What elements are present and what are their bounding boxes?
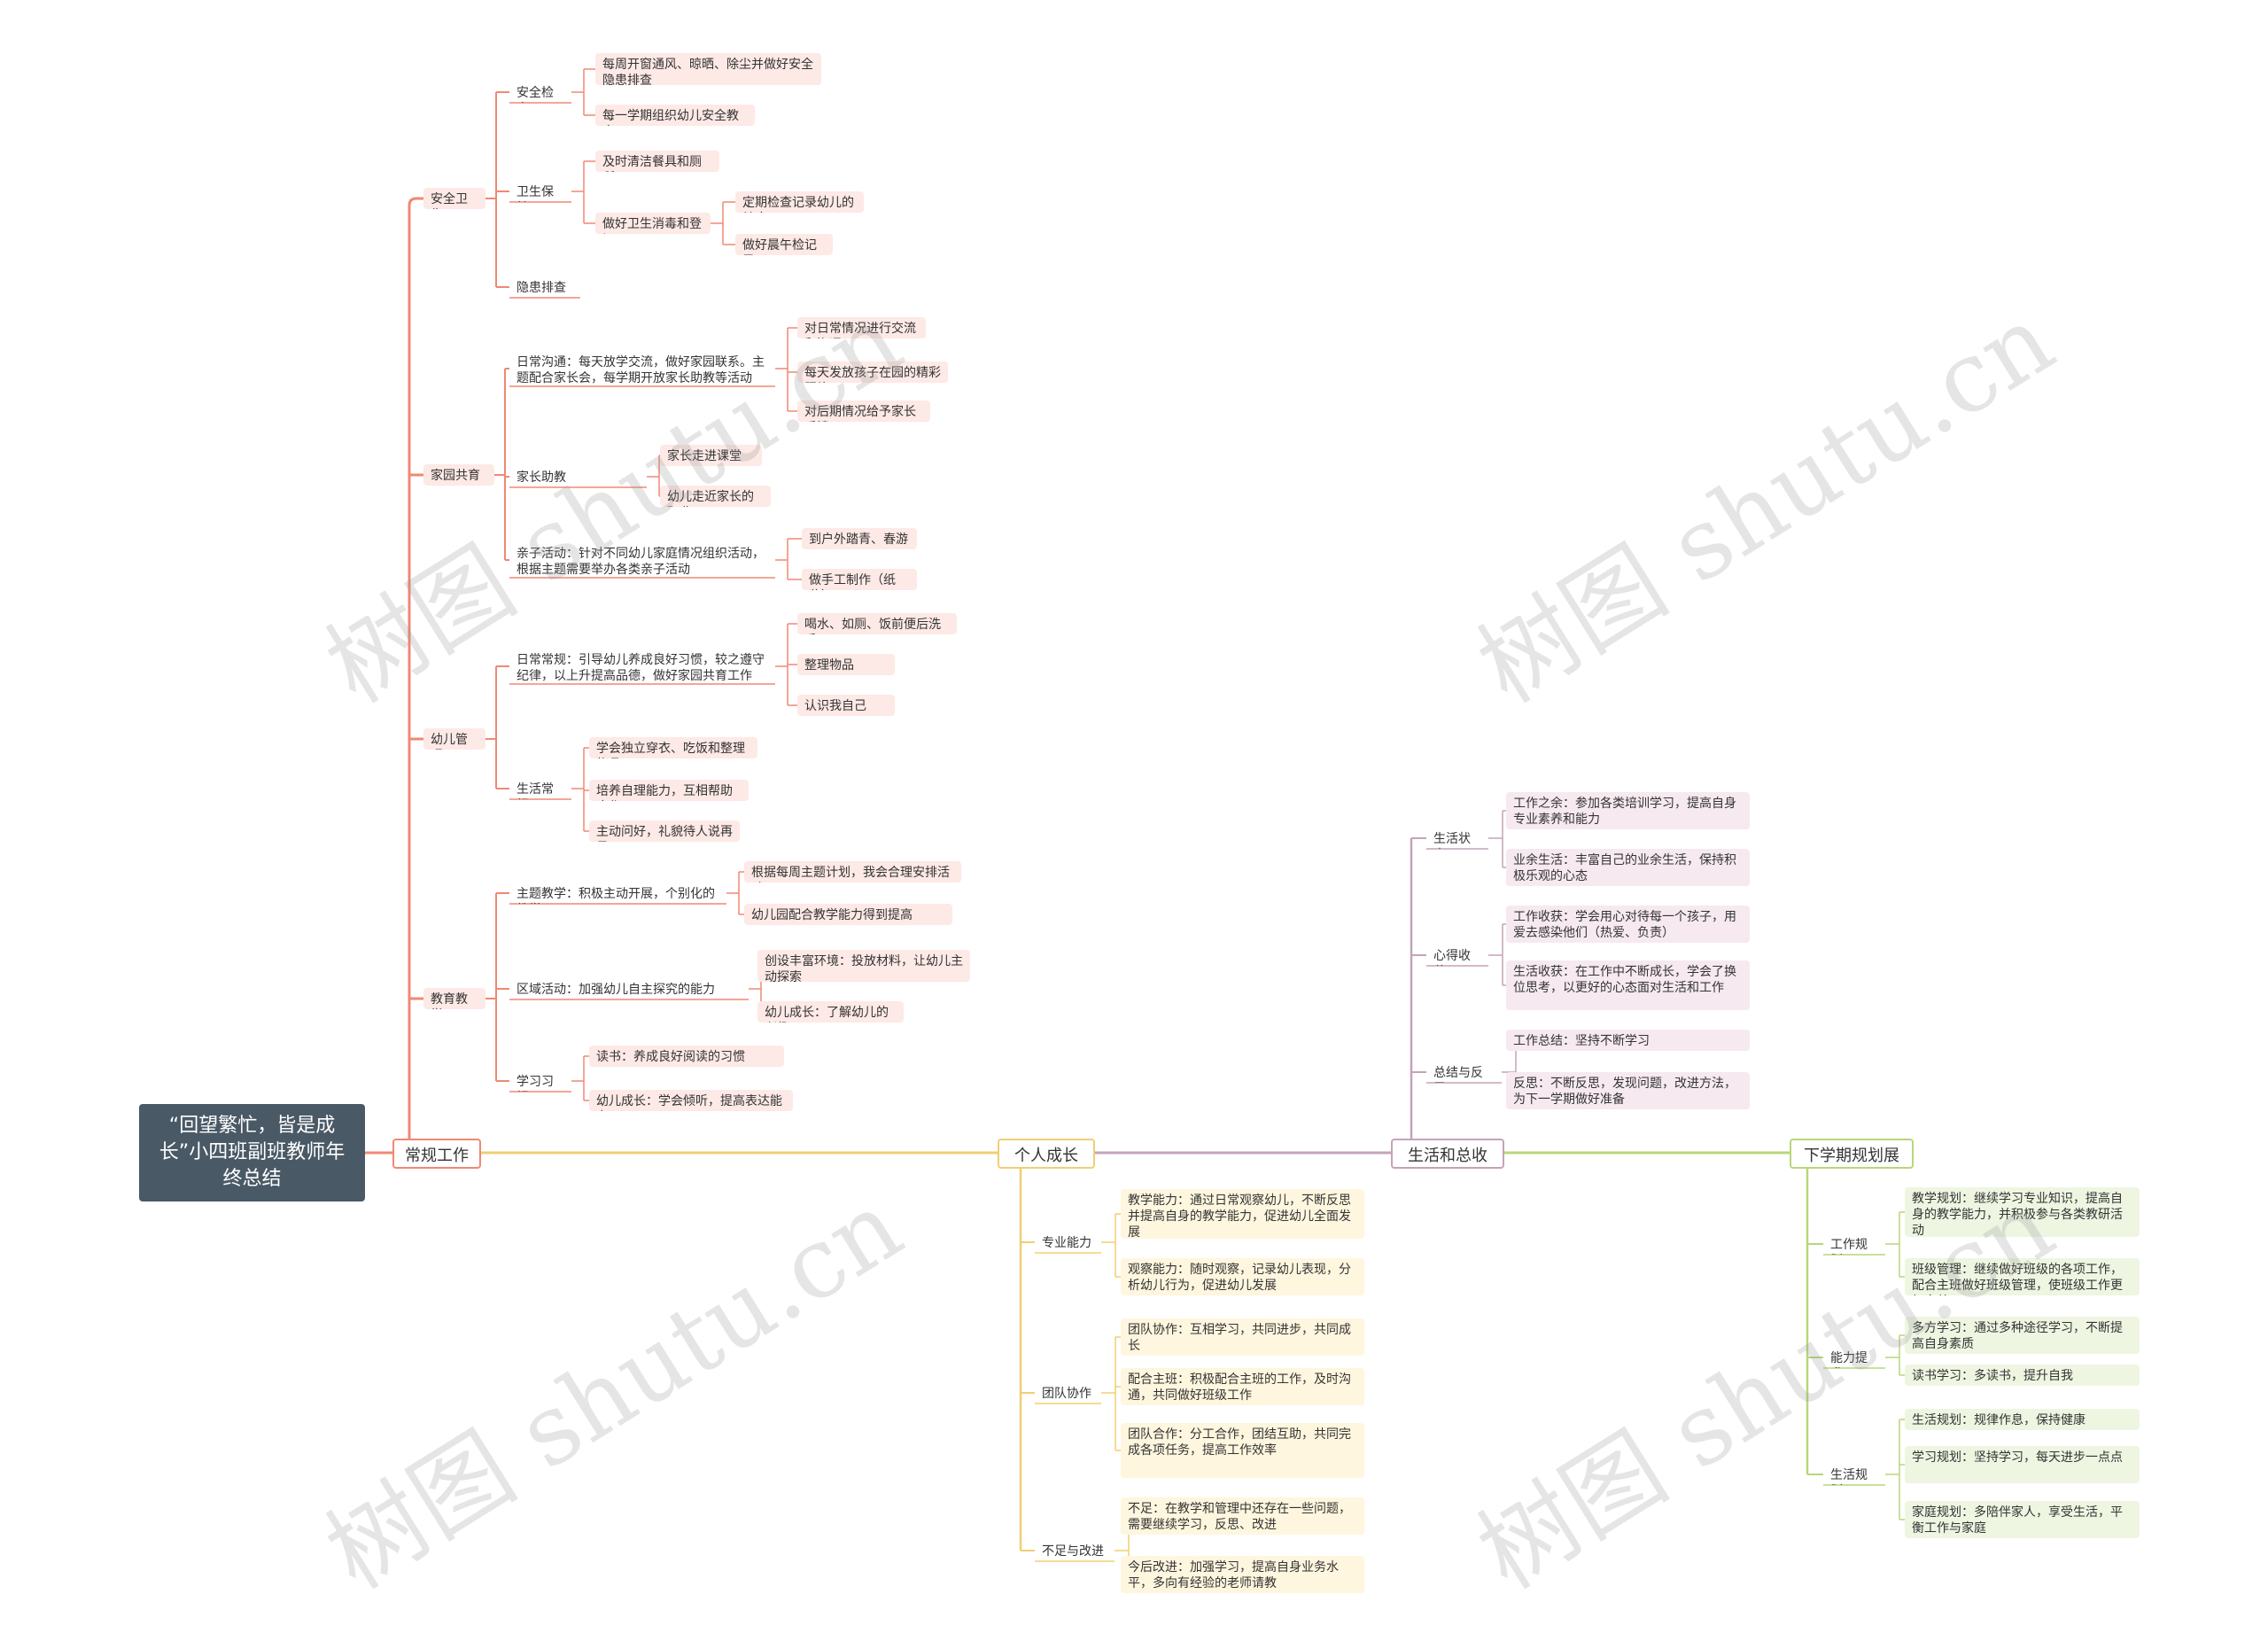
l2-node-3-2-1[interactable]: 学习规划：坚持学习，每天进步一点点	[1905, 1446, 2140, 1483]
l3-node-0-2-1-0[interactable]: 学会独立穿衣、吃饭和整理物品	[589, 737, 757, 758]
l1-node-1-0[interactable]: 专业能力	[1042, 1236, 1091, 1250]
l3-node-0-1-1-1[interactable]: 幼儿走近家长的职业	[660, 486, 771, 507]
l2-node-0-3-0[interactable]: 主题教学：积极主动开展，个别化的教学	[517, 887, 715, 904]
l3-node-0-1-2-1[interactable]: 做手工制作（纸浆）	[802, 569, 917, 590]
l2-node-2-2-1[interactable]: 反思：不断反思，发现问题，改进方法，为下一学期做好准备	[1506, 1072, 1750, 1109]
l3-node-0-2-0-1[interactable]: 整理物品	[797, 654, 895, 675]
l1-node-0-0[interactable]: 安全卫生	[423, 188, 485, 209]
l1-node-3-0[interactable]: 工作规划	[1830, 1238, 1868, 1255]
l2-node-1-0-0[interactable]: 教学能力：通过日常观察幼儿，不断反思并提高自身的教学能力，促进幼儿全面发展	[1121, 1189, 1364, 1239]
l1-node-2-1[interactable]: 心得收获	[1433, 949, 1471, 966]
l3-node-0-0-0-1[interactable]: 每一学期组织幼儿安全教育	[595, 105, 755, 126]
l1-node-3-2[interactable]: 生活规划	[1830, 1468, 1868, 1485]
main-topic-3[interactable]: 下学期规划展望	[1790, 1139, 1914, 1169]
l2-node-0-3-1[interactable]: 区域活动：加强幼儿自主探究的能力	[517, 983, 715, 997]
root-topic[interactable]: “回望繁忙，皆是成长”小四班副班教师年终总结	[139, 1104, 365, 1201]
l2-node-1-1-0[interactable]: 团队协作：互相学习，共同进步，共同成长	[1121, 1318, 1364, 1356]
l2-node-2-0-1[interactable]: 业余生活：丰富自己的业余生活，保持积极乐观的心态	[1506, 849, 1750, 886]
l2-node-1-1-2[interactable]: 团队合作：分工合作，团结互助，共同完成各项任务，提高工作效率	[1121, 1423, 1364, 1478]
l3-node-0-2-1-2[interactable]: 主动问好，礼貌待人说再见	[589, 820, 740, 842]
l2-node-0-1-2[interactable]: 亲子活动：针对不同幼儿家庭情况组织活动，根据主题需要举办各类亲子活动	[517, 547, 765, 577]
l3-node-0-3-2-0[interactable]: 读书：养成良好阅读的习惯	[589, 1046, 784, 1067]
l3-node-0-1-0-1[interactable]: 每天发放孩子在园的精彩照片	[797, 362, 948, 383]
l3-node-0-0-1-0[interactable]: 及时清洁餐具和厕所	[595, 151, 719, 172]
l3-node-0-0-1-1[interactable]: 做好卫生消毒和登记	[595, 213, 711, 234]
l2-node-0-0-0[interactable]: 安全检查	[517, 86, 554, 103]
l2-node-2-1-0[interactable]: 工作收获：学会用心对待每一个孩子，用爱去感染他们（热爱、负责）	[1506, 906, 1750, 943]
l4-node-0-0-1-1-1[interactable]: 做好晨午检记录	[735, 234, 833, 255]
l2-node-2-1-1[interactable]: 生活收获：在工作中不断成长，学会了换位思考，以更好的心态面对生活和工作	[1506, 960, 1750, 1010]
l1-node-0-1[interactable]: 家园共育	[423, 464, 494, 486]
l2-node-3-2-0[interactable]: 生活规划：规律作息，保持健康	[1905, 1409, 2140, 1430]
l2-node-0-1-1[interactable]: 家长助教	[517, 470, 566, 485]
l2-node-0-2-1[interactable]: 生活常规	[517, 782, 554, 799]
l2-node-2-2-0[interactable]: 工作总结：坚持不断学习	[1506, 1030, 1750, 1051]
l2-node-1-1-1[interactable]: 配合主班：积极配合主班的工作，及时沟通，共同做好班级工作	[1121, 1368, 1364, 1405]
l1-node-1-1[interactable]: 团队协作	[1042, 1387, 1091, 1401]
l2-node-3-1-0[interactable]: 多方学习：通过多种途径学习，不断提高自身素质	[1905, 1317, 2140, 1354]
l3-node-0-3-0-1[interactable]: 幼儿园配合教学能力得到提高	[744, 904, 952, 925]
l3-node-0-3-2-1[interactable]: 幼儿成长：学会倾听，提高表达能力	[589, 1090, 793, 1111]
l2-node-0-2-0[interactable]: 日常常规：引导幼儿养成良好习惯，较之遵守纪律，以上升提高品德，做好家园共育工作	[517, 653, 765, 683]
l3-node-0-1-2-0[interactable]: 到户外踏青、春游	[802, 528, 917, 549]
l1-node-0-3[interactable]: 教育教学	[423, 988, 485, 1009]
l2-node-2-0-0[interactable]: 工作之余：参加各类培训学习，提高自身专业素养和能力	[1506, 792, 1750, 829]
l2-node-3-2-2[interactable]: 家庭规划：多陪伴家人，享受生活，平衡工作与家庭	[1905, 1501, 2140, 1538]
l2-node-3-0-0[interactable]: 教学规划：继续学习专业知识，提高自身的教学能力，并积极参与各类教研活动	[1905, 1187, 2140, 1237]
l3-node-0-1-0-2[interactable]: 对后期情况给予家长反馈	[797, 400, 930, 422]
l2-node-3-0-1[interactable]: 班级管理：继续做好班级的各项工作，配合主班做好班级管理，使班级工作更加完善	[1905, 1258, 2140, 1295]
l3-node-0-0-0-0[interactable]: 每周开窗通风、晾晒、除尘并做好安全隐患排查	[595, 53, 821, 85]
l1-node-0-2[interactable]: 幼儿管理	[423, 728, 485, 750]
l1-node-3-1[interactable]: 能力提升	[1830, 1351, 1868, 1368]
main-topic-1[interactable]: 个人成长	[998, 1139, 1095, 1169]
l2-node-1-2-1[interactable]: 今后改进：加强学习，提高自身业务水平，多向有经验的老师请教	[1121, 1556, 1364, 1593]
l2-node-0-3-2[interactable]: 学习习惯	[517, 1075, 554, 1092]
l2-node-0-0-1[interactable]: 卫生保健	[517, 185, 554, 202]
l3-node-0-2-1-1[interactable]: 培养自理能力，互相帮助合作	[589, 780, 749, 801]
main-topic-2[interactable]: 生活和总收获	[1391, 1139, 1504, 1169]
l2-node-1-2-0[interactable]: 不足：在教学和管理中还存在一些问题，需要继续学习，反思、改进	[1121, 1497, 1364, 1535]
l3-node-0-1-0-0[interactable]: 对日常情况进行交流和沟通	[797, 317, 926, 338]
l3-node-0-1-1-0[interactable]: 家长走进课堂	[660, 445, 762, 466]
l1-node-1-2[interactable]: 不足与改进	[1042, 1544, 1104, 1559]
l2-node-0-0-2[interactable]: 隐患排查	[517, 281, 566, 295]
l3-node-0-3-1-0[interactable]: 创设丰富环境：投放材料，让幼儿主动探索	[757, 950, 970, 982]
l3-node-0-3-1-1[interactable]: 幼儿成长：了解幼儿的兴趣	[757, 1001, 904, 1023]
main-topic-0[interactable]: 常规工作	[392, 1139, 481, 1169]
l3-node-0-3-0-0[interactable]: 根据每周主题计划，我会合理安排活动	[744, 861, 961, 883]
l2-node-0-1-0[interactable]: 日常沟通：每天放学交流，做好家园联系。主题配合家长会，每学期开放家长助教等活动	[517, 355, 765, 385]
l4-node-0-0-1-1-0[interactable]: 定期检查记录幼儿的健康	[735, 191, 864, 213]
l1-node-2-0[interactable]: 生活状态	[1433, 832, 1471, 849]
l2-node-3-1-1[interactable]: 读书学习：多读书，提升自我	[1905, 1365, 2140, 1386]
l3-node-0-2-0-0[interactable]: 喝水、如厕、饭前便后洗手	[797, 613, 957, 634]
l1-node-2-2[interactable]: 总结与反思	[1433, 1066, 1483, 1083]
l2-node-1-0-1[interactable]: 观察能力：随时观察，记录幼儿表现，分析幼儿行为，促进幼儿发展	[1121, 1258, 1364, 1295]
l3-node-0-2-0-2[interactable]: 认识我自己	[797, 695, 895, 716]
connector-line	[408, 197, 423, 206]
